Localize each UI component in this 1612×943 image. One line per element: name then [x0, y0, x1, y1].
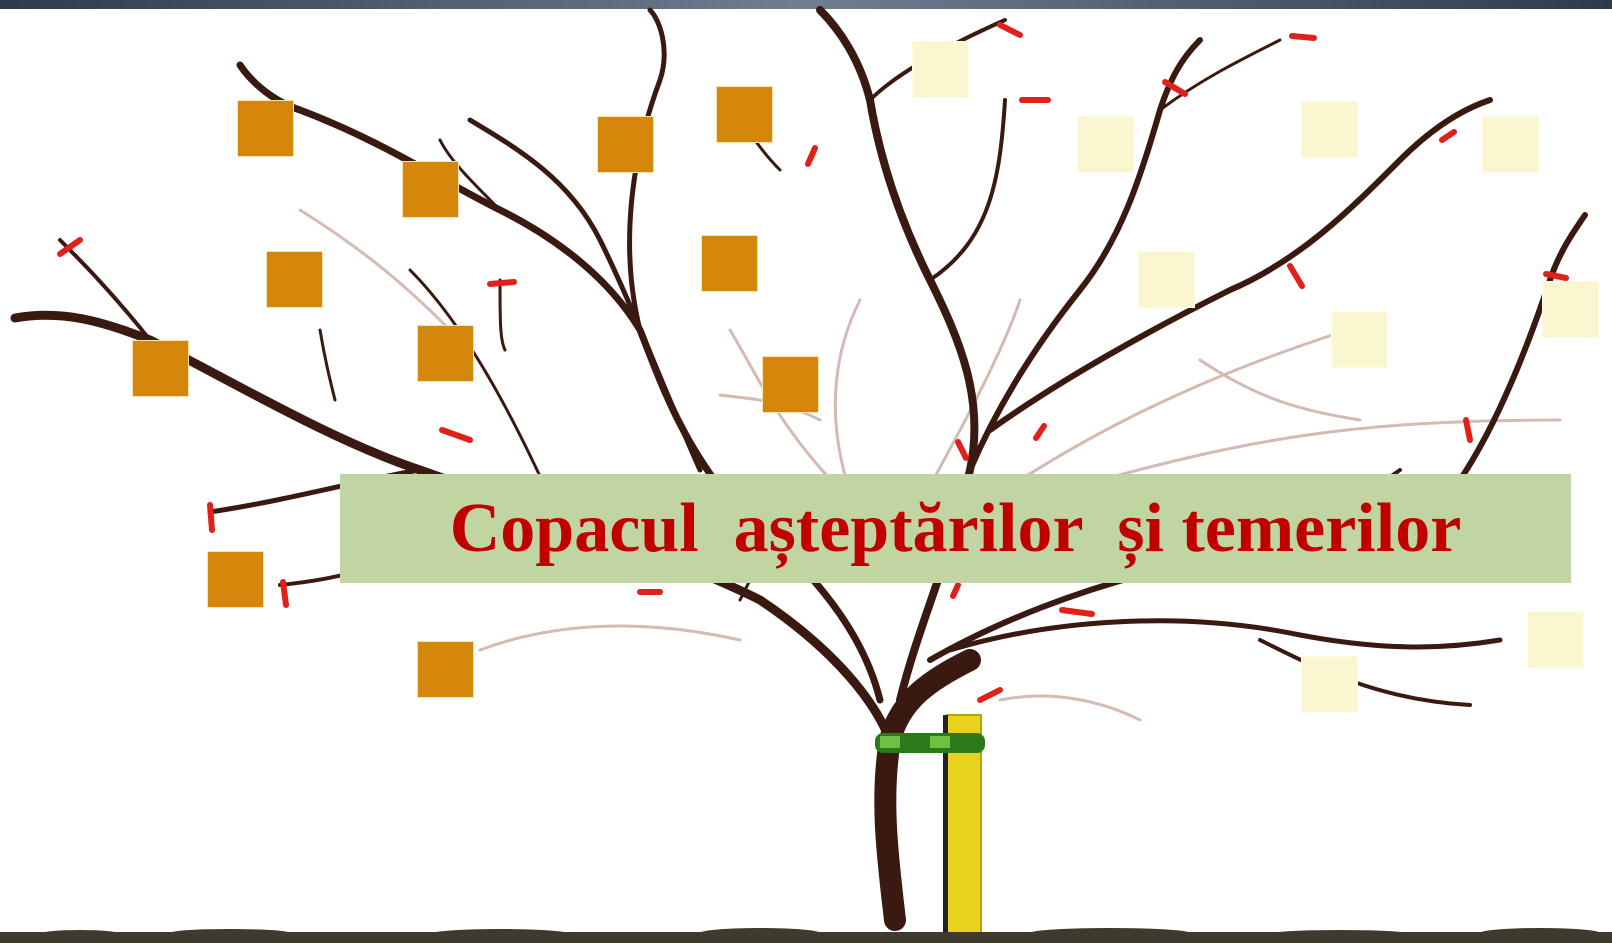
expectation-note[interactable]	[132, 340, 189, 397]
expectation-note[interactable]	[266, 251, 323, 308]
expectation-note[interactable]	[417, 641, 474, 698]
expectation-note[interactable]	[762, 356, 819, 413]
fear-note[interactable]	[1301, 101, 1358, 158]
fear-note[interactable]	[1542, 281, 1599, 338]
top-decorative-bar	[0, 0, 1612, 9]
expectation-note[interactable]	[417, 325, 474, 382]
expectation-note[interactable]	[402, 161, 459, 218]
fear-note[interactable]	[1138, 251, 1195, 308]
title-banner: Copacul așteptărilor și temerilor	[340, 474, 1571, 583]
fear-note[interactable]	[1331, 311, 1388, 368]
fear-note[interactable]	[1301, 656, 1358, 713]
expectation-note[interactable]	[597, 116, 654, 173]
pruning-marks	[57, 22, 1569, 703]
tree-trunk-stake	[875, 714, 985, 943]
page-title: Copacul așteptărilor și temerilor	[449, 489, 1462, 567]
expectation-note[interactable]	[207, 551, 264, 608]
expectation-note[interactable]	[237, 100, 294, 157]
background-branches	[298, 208, 1562, 722]
expectation-note[interactable]	[701, 235, 758, 292]
fear-note[interactable]	[1482, 116, 1539, 173]
ground-strip	[0, 928, 1612, 943]
fear-note[interactable]	[1077, 116, 1134, 173]
fear-note[interactable]	[912, 41, 969, 98]
fear-note[interactable]	[1527, 611, 1584, 668]
expectation-note[interactable]	[716, 86, 773, 143]
